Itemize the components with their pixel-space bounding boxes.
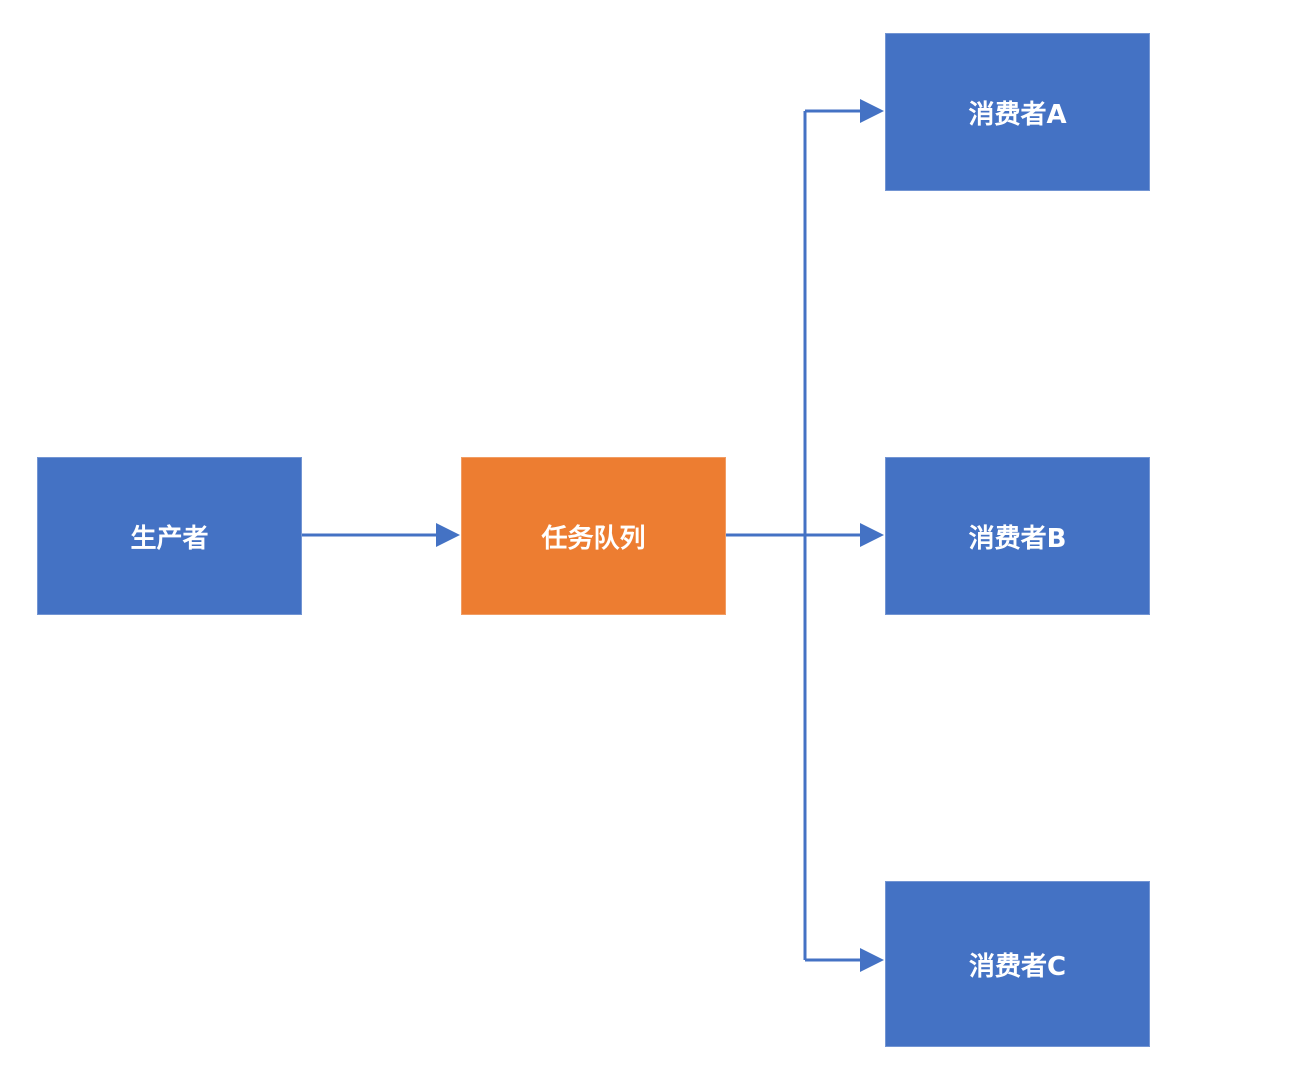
consumer-a-node: 消费者A [885, 33, 1150, 191]
arrow-queue-to-consumer-b [726, 523, 884, 547]
producer-label: 生产者 [130, 523, 209, 554]
consumer-b-label: 消费者B [968, 523, 1067, 554]
task-queue-label: 任务队列 [541, 523, 646, 554]
arrow-queue-to-consumer-a [805, 99, 884, 123]
arrow-queue-to-consumer-c [805, 948, 884, 972]
consumer-c-label: 消费者C [968, 951, 1067, 982]
consumer-c-node: 消费者C [885, 881, 1150, 1047]
producer-node: 生产者 [37, 457, 302, 615]
task-queue-node: 任务队列 [461, 457, 726, 615]
arrow-producer-to-queue [302, 523, 460, 547]
consumer-b-node: 消费者B [885, 457, 1150, 615]
consumer-a-label: 消费者A [968, 99, 1067, 130]
